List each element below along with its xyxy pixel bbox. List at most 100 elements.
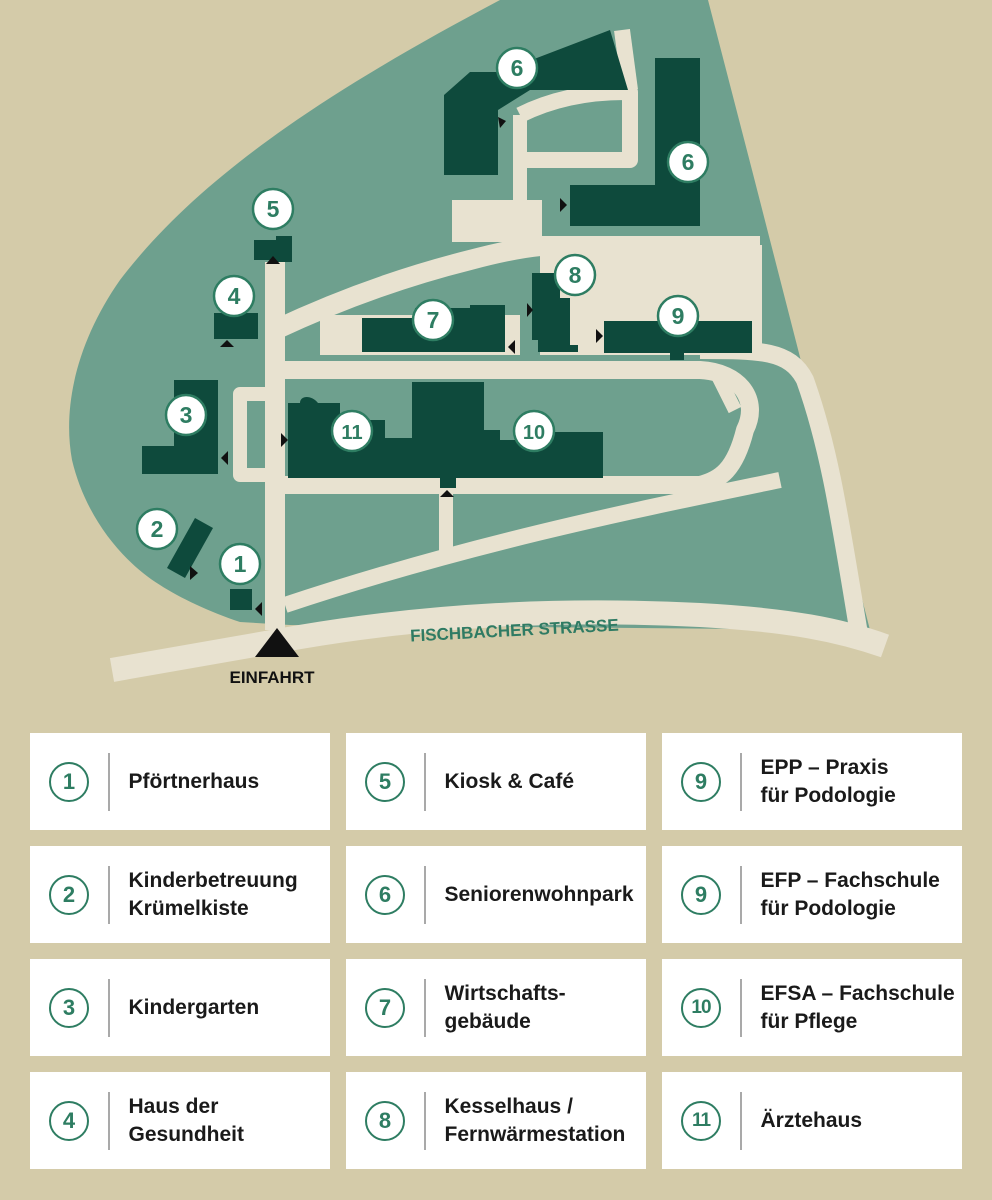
marker-6a[interactable]: 6 <box>495 46 539 90</box>
legend-label: EFP – Fachschule für Podologie <box>760 868 940 920</box>
loop-link <box>708 366 742 414</box>
legend-item-5[interactable]: 5 Kiosk & Café <box>346 733 646 830</box>
legend-label: Kinderbetreuung Krümelkiste <box>128 868 298 920</box>
marker-2[interactable]: 2 <box>135 507 179 551</box>
number-badge: 11 <box>681 1100 721 1141</box>
upper-road <box>270 236 760 340</box>
legend-item-9b[interactable]: 9 EFP – Fachschule für Podologie <box>662 846 962 943</box>
entrance-arrow-9 <box>596 329 603 343</box>
legend-label: EPP – Praxis für Podologie <box>760 755 896 807</box>
number-badge: 6 <box>365 874 405 915</box>
entrance-markers <box>190 117 603 657</box>
building-8 <box>532 273 578 352</box>
entrance-arrow-11 <box>281 433 288 447</box>
divider <box>424 1091 426 1150</box>
entrance-arrow-4 <box>220 340 234 347</box>
marker-6b[interactable]: 6 <box>666 140 710 184</box>
entrance-label: EINFAHRT <box>230 668 316 687</box>
divider <box>108 752 110 811</box>
marker-3[interactable]: 3 <box>164 393 208 437</box>
north-plaza <box>452 200 542 242</box>
legend-item-4[interactable]: 4 Haus der Gesundheit <box>30 1072 330 1169</box>
legend-label: Pförtnerhaus <box>128 769 260 793</box>
entrance-arrow-3 <box>221 451 228 465</box>
legend-item-11[interactable]: 11 Ärztehaus <box>662 1072 962 1169</box>
north-loop <box>516 84 638 168</box>
legend-item-7[interactable]: 7 Wirtschafts- gebäude <box>346 959 646 1056</box>
legend-label: Kindergarten <box>128 995 260 1019</box>
marker-10[interactable]: 10 <box>512 409 556 453</box>
marker-label: 1 <box>234 551 247 577</box>
diagonal-road <box>282 472 782 613</box>
divider <box>424 865 426 924</box>
marker-label: 10 <box>523 422 545 444</box>
campus-map: 6 6 5 8 4 7 9 3 11 10 2 1 FISCHBACHER ST… <box>69 0 890 687</box>
number-badge: 8 <box>365 1100 405 1141</box>
marker-label: 4 <box>228 283 241 309</box>
marker-7[interactable]: 7 <box>411 298 455 342</box>
marker-9[interactable]: 9 <box>656 294 700 338</box>
building-5-tower <box>276 236 292 262</box>
legend-label: Wirtschafts- gebäude <box>444 981 566 1033</box>
entrance-arrow-1 <box>255 602 262 616</box>
legend-label: Kesselhaus / Fernwärmestation <box>444 1094 626 1146</box>
legend-item-1[interactable]: 1 Pförtnerhaus <box>30 733 330 830</box>
number-badge: 7 <box>365 987 405 1028</box>
marker-label: 6 <box>511 55 524 81</box>
marker-label: 8 <box>569 262 582 288</box>
marker-11[interactable]: 11 <box>330 409 374 453</box>
legend-label: Ärztehaus <box>760 1108 863 1132</box>
west-loop <box>233 387 275 482</box>
number-badge: 4 <box>49 1100 89 1141</box>
marker-label: 5 <box>267 196 280 222</box>
divider <box>108 865 110 924</box>
map-markers: 6 6 5 8 4 7 9 3 11 10 2 1 <box>135 46 710 586</box>
divider <box>424 978 426 1037</box>
entrance-main-arrow <box>255 628 299 657</box>
building-11-10 <box>288 382 603 488</box>
legend-label: Seniorenwohnpark <box>444 882 634 906</box>
entrance-arrow-2 <box>190 566 198 580</box>
main-street <box>109 600 890 682</box>
number-badge: 1 <box>49 761 89 802</box>
legend-item-8[interactable]: 8 Kesselhaus / Fernwärmestation <box>346 1072 646 1169</box>
legend-item-6[interactable]: 6 Seniorenwohnpark <box>346 846 646 943</box>
marker-5[interactable]: 5 <box>251 187 295 231</box>
number-badge: 9 <box>681 874 721 915</box>
building-6-east <box>570 58 700 226</box>
marker-label: 7 <box>427 307 440 333</box>
building-9-door <box>670 350 684 360</box>
marker-label: 6 <box>682 149 695 175</box>
legend-label: Kiosk & Café <box>444 769 575 793</box>
legend-label: Haus der Gesundheit <box>128 1094 245 1146</box>
marker-label: 9 <box>672 303 685 329</box>
marker-8[interactable]: 8 <box>553 253 597 297</box>
entrance-arrow-7a <box>508 340 515 354</box>
entrance-arrow-10 <box>440 490 454 497</box>
number-badge: 3 <box>49 987 89 1028</box>
building-1 <box>230 589 252 610</box>
marker-label: 2 <box>151 516 164 542</box>
entrance-arrow-5 <box>266 256 280 264</box>
marker-1[interactable]: 1 <box>218 542 262 586</box>
divider <box>740 1091 742 1150</box>
divider <box>424 752 426 811</box>
divider <box>740 865 742 924</box>
divider <box>108 1091 110 1150</box>
marker-label: 11 <box>341 422 362 444</box>
number-badge: 10 <box>681 987 721 1028</box>
number-badge: 2 <box>49 874 89 915</box>
entrance-arrow-6b <box>560 198 567 212</box>
legend-item-3[interactable]: 3 Kindergarten <box>30 959 330 1056</box>
marker-4[interactable]: 4 <box>212 274 256 318</box>
divider <box>108 978 110 1037</box>
number-badge: 5 <box>365 761 405 802</box>
north-spur <box>614 28 638 92</box>
legend-item-2[interactable]: 2 Kinderbetreuung Krümelkiste <box>30 846 330 943</box>
marker-label: 3 <box>180 402 193 428</box>
entrance-arrow-6a <box>498 117 506 128</box>
building-6-west <box>444 30 628 175</box>
